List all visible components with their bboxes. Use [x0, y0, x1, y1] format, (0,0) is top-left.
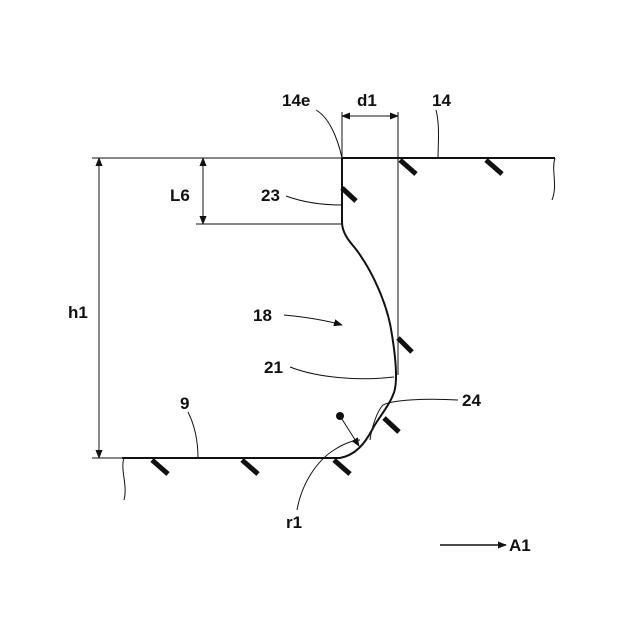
bottom-break-line [123, 458, 125, 500]
groove-wall-profile [340, 158, 396, 458]
label-total-depth: h1 [68, 303, 88, 322]
rubber-hatching [152, 160, 502, 474]
leader-radius [297, 440, 360, 510]
label-direction: A1 [509, 536, 531, 555]
label-radius: r1 [286, 513, 302, 532]
label-tread: 14 [432, 91, 451, 110]
label-18: 18 [253, 306, 272, 325]
label-short-depth: L6 [170, 186, 190, 205]
leader-bottom [188, 412, 198, 458]
leader-21 [290, 367, 394, 379]
label-bottom: 9 [180, 394, 189, 413]
label-edge: 14e [282, 91, 310, 110]
leader-23 [286, 196, 342, 205]
label-23: 23 [261, 186, 280, 205]
label-21: 21 [264, 358, 283, 377]
leader-edge [316, 110, 342, 158]
label-24: 24 [462, 391, 481, 410]
tread-break-line [552, 158, 555, 200]
label-width: d1 [357, 91, 377, 110]
leader-tread [436, 110, 439, 158]
leader-18 [284, 315, 342, 325]
